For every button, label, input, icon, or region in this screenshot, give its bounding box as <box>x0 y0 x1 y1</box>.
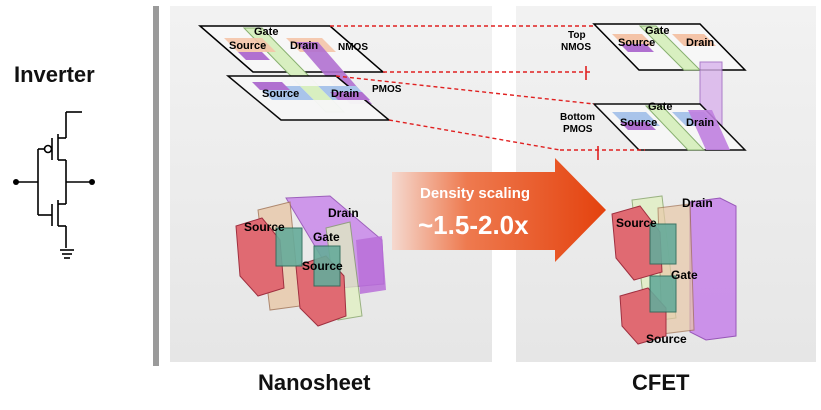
cfet-bottom-label-1: Bottom <box>560 112 595 123</box>
cfet-device-gate: Gate <box>671 268 698 282</box>
cfet-top-label-1: Top <box>568 30 586 41</box>
cfet-drain-bottom: Drain <box>686 117 714 129</box>
ns-label-gate: Gate <box>254 26 278 38</box>
cfet-device-source: Source <box>616 216 657 230</box>
ns-label-source-bottom: Source <box>262 88 299 100</box>
nanosheet-caption: Nanosheet <box>258 370 371 395</box>
nanosheet-layout <box>197 25 392 121</box>
divider <box>153 6 159 366</box>
dashed-connectors <box>330 25 645 151</box>
inverter-title: Inverter <box>14 62 95 87</box>
ns-label-pmos: PMOS <box>372 84 402 95</box>
cfet-caption: CFET <box>632 370 690 395</box>
ns-label-source-top: Source <box>229 40 266 52</box>
cfet-layout <box>592 23 747 151</box>
ns-device-gate: Gate <box>313 230 340 244</box>
cfet-top-label-2: NMOS <box>561 42 591 53</box>
arrow-line1: Density scaling <box>420 185 530 202</box>
cfet-drain-top: Drain <box>686 37 714 49</box>
cfet-device <box>611 195 737 345</box>
nanosheet-device <box>235 195 386 327</box>
cfet-device-source-bottom: Source <box>646 332 687 346</box>
inverter-schematic <box>13 111 95 259</box>
cfet-source-bottom: Source <box>620 117 657 129</box>
density-arrow <box>392 158 606 262</box>
ns-label-drain-top: Drain <box>290 40 318 52</box>
cfet-device-drain: Drain <box>682 196 713 210</box>
ns-device-source-top: Source <box>244 220 285 234</box>
ns-device-source-bottom: Source <box>302 259 343 273</box>
ns-label-drain-bottom: Drain <box>331 88 359 100</box>
cfet-source-top: Source <box>618 37 655 49</box>
ns-device-drain: Drain <box>328 206 359 220</box>
cfet-bottom-label-2: PMOS <box>563 124 593 135</box>
arrow-line2: ~1.5-2.0x <box>418 210 529 240</box>
cfet-gate-top: Gate <box>645 25 669 37</box>
cfet-gate-bottom: Gate <box>648 101 672 113</box>
ns-label-nmos: NMOS <box>338 42 368 53</box>
